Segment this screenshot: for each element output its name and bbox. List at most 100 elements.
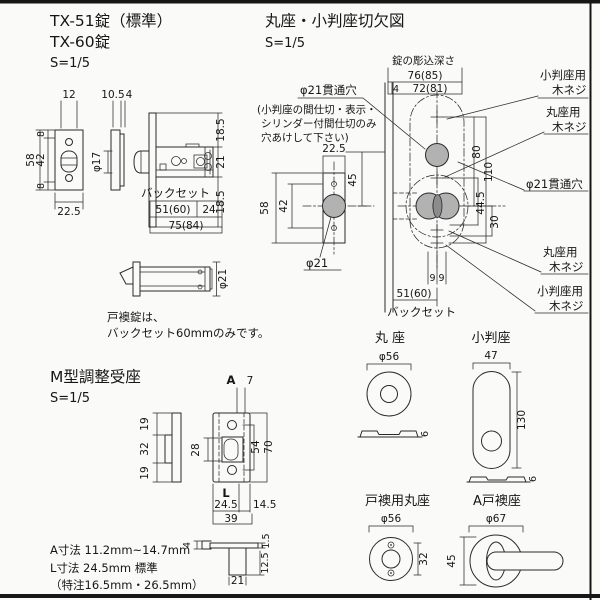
- dim-label: 75(84): [169, 220, 204, 232]
- strike-title: M型調整受座: [50, 368, 141, 386]
- dim-label: L: [222, 486, 230, 500]
- strike-section: M型調整受座 S=1/5 19 32 19 A 7 28 54 70: [50, 368, 276, 592]
- dim-label: 1.5: [261, 533, 272, 548]
- dim-label: 110: [483, 162, 495, 182]
- through-hole-note-1: (小判座の間仕切・表示・: [257, 103, 377, 116]
- strike-side-view: 19 32 19: [139, 412, 182, 483]
- dim-label: 70: [263, 440, 275, 453]
- latch-faceplate-front-view: 12 8 42 8 58 22.5: [25, 89, 84, 218]
- cutout-faceplate-view: 22.5 58 42 45 φ21: [259, 143, 386, 271]
- dim-label: φ21: [217, 269, 229, 289]
- dim-label: 4: [182, 542, 193, 548]
- backset-label: バックセット: [387, 305, 456, 319]
- dim-label: 12.5: [260, 552, 271, 573]
- mortise-depth-dims: 錠の彫込深さ 76(85) 4 72(81): [387, 54, 463, 95]
- lever-handle: [486, 551, 564, 571]
- round-screw-label: 丸座用: [546, 105, 581, 119]
- tx-note-2: バックセット60mmのみです。: [107, 326, 269, 340]
- latch-faceplate-edge-view: 10.5 4: [101, 89, 133, 191]
- dim-label: 58: [25, 153, 37, 166]
- dim-label: A: [227, 373, 236, 387]
- cutout-bottom-dims: 9 9 51(60) バックセット: [387, 251, 456, 319]
- dim-label: 72(81): [413, 83, 448, 95]
- dim-label: 54: [250, 440, 262, 454]
- fusuma-tube-latch-view: φ21: [119, 261, 229, 297]
- roses-section: 丸 座 φ56 6 小判座 47 130 6 戸襖用丸座 φ56: [357, 331, 564, 588]
- page-top-border: [0, 0, 600, 4]
- door-cutout-view: [384, 82, 506, 313]
- dim-label: 32: [418, 552, 430, 565]
- dim-label: 8: [36, 131, 47, 137]
- dim-label: 58: [259, 201, 271, 214]
- strike-adjust-detail: 4 1.5 12.5 21: [182, 533, 272, 587]
- oval-screw-label: 小判座用: [540, 68, 586, 82]
- depth-label: 錠の彫込深さ: [392, 54, 455, 67]
- backset-label: バックセット: [141, 186, 210, 200]
- cutout-section: 丸座・小判座切欠図 S=1/5 錠の彫込深さ 76(85) 4 72(81) φ…: [257, 12, 589, 319]
- dim-label: φ21: [306, 256, 328, 270]
- dim-label: 21: [231, 575, 244, 587]
- dim-label: 45: [446, 554, 458, 567]
- dim-label: φ17: [91, 152, 103, 172]
- dim-label: 8: [36, 183, 47, 189]
- dim-label: 19: [139, 466, 151, 479]
- through-hole-note-3: 穴あけして下さい): [261, 131, 349, 144]
- dim-label: 32: [139, 442, 151, 455]
- strike-note-l2: （特注16.5mm・26.5mm）: [50, 578, 204, 592]
- dim-label: 42: [35, 153, 47, 166]
- dim-label: 47: [484, 350, 497, 362]
- tx-scale: S=1/5: [50, 56, 90, 71]
- dim-label: 130: [516, 410, 528, 430]
- dim-label: 45: [347, 173, 359, 186]
- dim-label: 51(60): [397, 288, 432, 300]
- round-screw-label: 木ネジ: [549, 260, 584, 274]
- tx-title-1: TX-51錠（標準）: [49, 12, 172, 30]
- dim-label: 9: [429, 273, 435, 284]
- dim-label: 6: [528, 476, 539, 482]
- dim-label: 22.5: [322, 143, 345, 155]
- cutout-right-dims: 80 110 44.5 30 φ21貫通穴: [442, 116, 589, 244]
- latch-unit-side-view: φ17 18.5 21 18.5 バックセット 51(60) 24 75(84): [91, 112, 227, 234]
- dim-label: 51(60): [156, 204, 191, 216]
- strike-note-a: A寸法 11.2mm~14.7mm: [50, 543, 190, 557]
- through-hole-label-2: φ21貫通穴: [526, 177, 583, 191]
- strike-front-view: A 7 28 54 70 L 24.5 14.5 39: [190, 373, 276, 525]
- dim-label: 19: [139, 417, 151, 430]
- oval-rose-title: 小判座: [471, 331, 510, 346]
- dim-label: 24: [202, 204, 216, 216]
- oval-screw-label: 小判座用: [537, 284, 583, 298]
- dim-label: 18.5: [215, 190, 227, 213]
- round-screw-label: 木ネジ: [552, 120, 587, 134]
- cutout-title: 丸座・小判座切欠図: [265, 12, 405, 30]
- dim-label: 80: [471, 145, 483, 158]
- oval-rose-view: 小判座 47 130 6: [466, 331, 539, 483]
- dim-label: 12: [62, 89, 75, 101]
- dim-label: 14.5: [253, 499, 276, 511]
- dim-label: 21: [215, 155, 227, 168]
- dim-label: 76(85): [408, 70, 443, 82]
- dim-label: 7: [247, 375, 254, 387]
- dim-label: φ56: [379, 351, 400, 363]
- round-screw-label: 丸座用: [543, 245, 578, 259]
- through-hole-note-2: シリンダー付間仕切のみ: [261, 117, 377, 130]
- tx-title-2: TX-60錠: [49, 33, 110, 51]
- fusuma-round-title: 戸襖用丸座: [365, 494, 430, 509]
- dim-label: 22.5: [57, 206, 80, 218]
- dim-label: 39: [224, 513, 237, 525]
- cutout-scale: S=1/5: [265, 36, 305, 51]
- dim-label: 18.5: [215, 118, 227, 141]
- page-right-border: [589, 0, 592, 600]
- round-rose-view: 丸 座 φ56 6: [357, 331, 431, 438]
- dim-label: φ56: [381, 513, 402, 525]
- screw-callouts: 小判座用 木ネジ 丸座用 木ネジ 丸座用 木ネジ 小判座用 木ネジ: [444, 68, 589, 314]
- through-hole-label: φ21貫通穴: [300, 83, 357, 97]
- dim-label: 10.5: [101, 89, 124, 101]
- round-rose-title: 丸 座: [375, 331, 405, 346]
- dim-label: 42: [278, 199, 290, 212]
- dim-label: 24.5: [214, 499, 237, 511]
- dim-label: φ67: [486, 513, 506, 525]
- fusuma-a-rose-view: A戸襖座 φ67 45: [446, 494, 564, 588]
- tx-note-1: 戸襖錠は、: [107, 310, 165, 324]
